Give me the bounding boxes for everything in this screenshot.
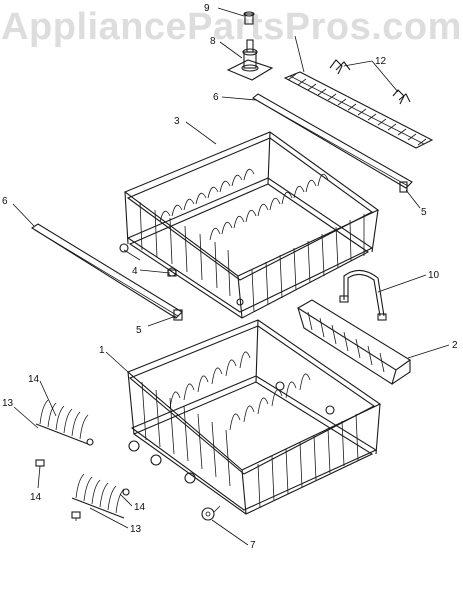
part-14-clip-a bbox=[35, 459, 45, 467]
callout-7: 7 bbox=[250, 540, 256, 551]
leader-lines bbox=[12, 7, 450, 546]
callout-2: 2 bbox=[452, 340, 458, 351]
callout-14-a: 14 bbox=[28, 374, 40, 385]
callout-14-b: 14 bbox=[30, 492, 42, 503]
callout-10: 10 bbox=[428, 270, 440, 281]
part-2-silverware-basket bbox=[296, 299, 411, 385]
part-1-lower-rack bbox=[126, 319, 382, 515]
callout-13-a: 13 bbox=[2, 398, 14, 409]
part-8-mount bbox=[226, 39, 274, 81]
part-10-handle bbox=[339, 269, 387, 321]
callout-8: 8 bbox=[210, 36, 216, 47]
watermark-logo: AppliancePartsPros.com bbox=[1, 6, 462, 48]
callout-4: 4 bbox=[132, 266, 138, 277]
callout-1: 1 bbox=[99, 345, 105, 356]
callout-3: 3 bbox=[174, 116, 180, 127]
callout-labels: 9 8 12 6 3 5 6 4 10 5 2 1 14 13 14 14 13… bbox=[2, 3, 458, 551]
callout-6-left: 6 bbox=[2, 196, 8, 207]
part-14-clip-b bbox=[71, 511, 81, 519]
callout-5-right: 5 bbox=[421, 207, 427, 218]
callout-13-b: 13 bbox=[130, 524, 142, 535]
part-3-upper-rack bbox=[119, 131, 380, 319]
part-12-cup-shelf bbox=[283, 59, 434, 149]
part-13-tine-row-lower bbox=[71, 473, 130, 519]
part-7-wheel bbox=[201, 505, 221, 521]
callout-14-c: 14 bbox=[134, 502, 146, 513]
part-6-upper-rail bbox=[252, 93, 413, 193]
part-13-tine-row-upper bbox=[35, 399, 94, 446]
part-9-tube bbox=[243, 11, 255, 25]
callout-9: 9 bbox=[204, 3, 210, 14]
callout-6-top: 6 bbox=[213, 92, 219, 103]
callout-5-left: 5 bbox=[136, 325, 142, 336]
callout-12: 12 bbox=[375, 56, 387, 67]
part-6-left-rail bbox=[30, 223, 183, 321]
